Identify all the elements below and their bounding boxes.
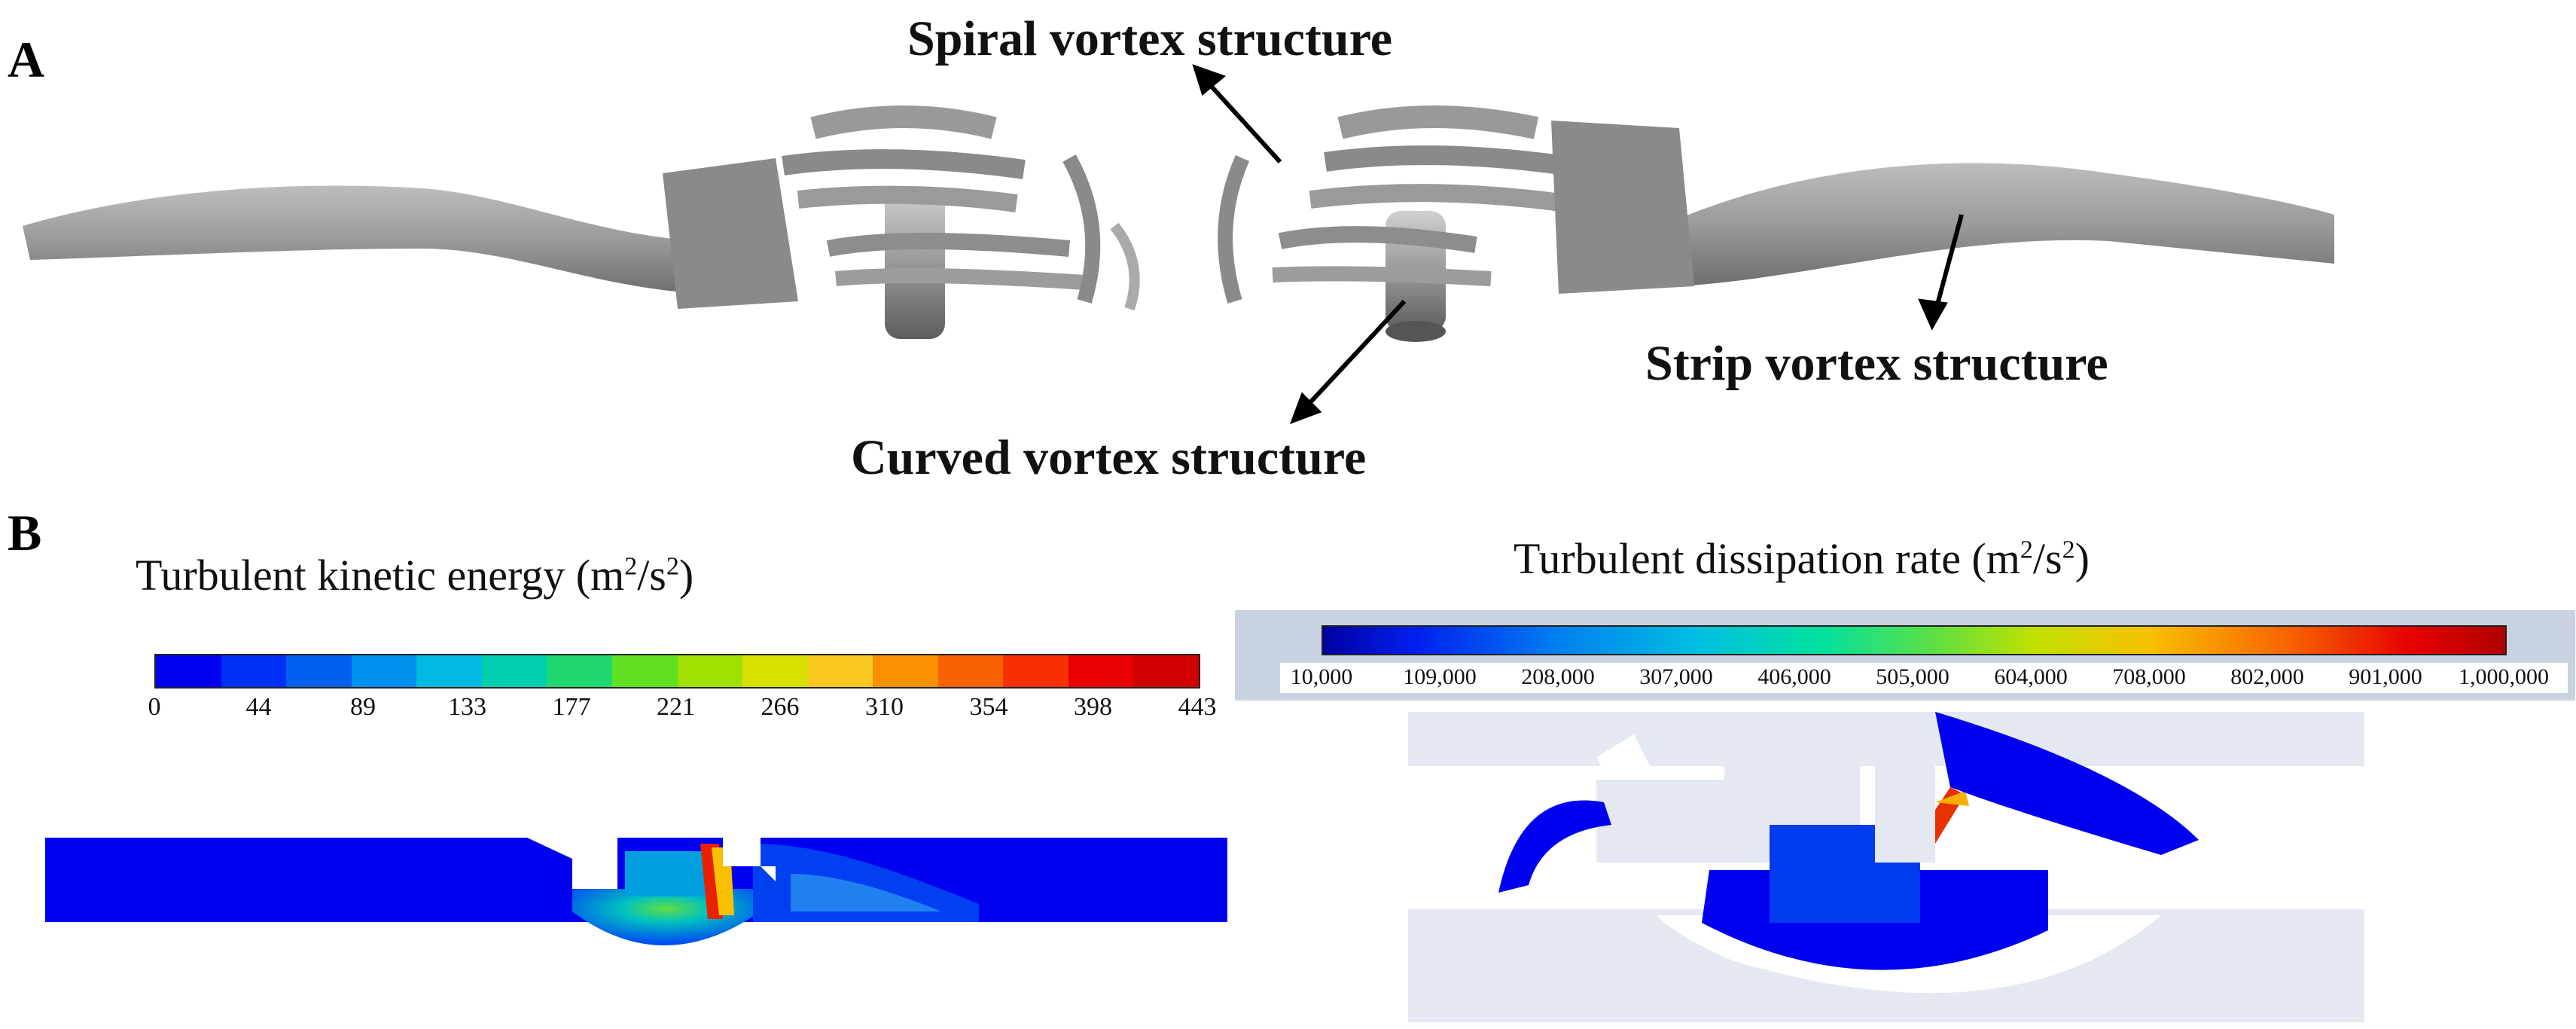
tke-tick-label: 0 (148, 693, 161, 721)
tdr-colorbar (1322, 625, 2507, 655)
tke-colorbar-segment (1068, 655, 1134, 687)
tdr-colorbar-ticks: 10,000 109,000 208,000 307,000 406,000 505,00… (1291, 664, 2549, 695)
tke-colorbar-segment (547, 655, 612, 687)
tdr-tick-strip (1280, 663, 2568, 693)
tdr-colorbar-title: Turbulent dissipation rate (m2/s2) (1514, 534, 2090, 583)
tke-tick-label: 177 (552, 693, 591, 721)
tke-colorbar-segment (1133, 655, 1199, 687)
panel-a-label: A (8, 31, 45, 88)
spiral-arrow (1203, 77, 1282, 164)
left-strip-vortex (23, 185, 761, 295)
tdr-tick-label: 802,000 (2230, 664, 2304, 689)
tke-colorbar-segment (807, 655, 873, 687)
tdr-tick-label: 307,000 (1639, 664, 1713, 689)
tke-colorbar-segment (677, 655, 743, 687)
strip-arrow (1933, 214, 1964, 313)
tke-tick-label: 44 (245, 693, 272, 721)
tdr-tick-label: 708,000 (2112, 664, 2186, 689)
tke-colorbar-segment (156, 655, 221, 687)
curved-vortex-label: Curved vortex structure (851, 430, 1367, 485)
tke-colorbar-segment (1003, 655, 1069, 687)
panel-b-label: B (8, 504, 42, 561)
tke-colorbar-segment (873, 655, 938, 687)
tke-colorbar (154, 654, 1200, 689)
right-strip-vortex (1679, 163, 2334, 286)
tke-tick-label: 133 (448, 693, 486, 721)
tdr-tick-label: 10,000 (1290, 664, 1353, 689)
spiral-vortex-label: Spiral vortex structure (907, 11, 1392, 66)
tke-colorbar-ticks: 0 44 89 133 177 221 266 310 354 398 443 (148, 693, 1217, 726)
tke-tick-label: 354 (969, 693, 1008, 721)
tke-colorbar-segment (742, 655, 808, 687)
tke-contour-plot (45, 798, 1227, 945)
tke-colorbar-segment (286, 655, 352, 687)
tke-tick-label: 221 (657, 693, 695, 721)
tke-colorbar-title: Turbulent kinetic energy (m2/s2) (136, 551, 694, 600)
tdr-tick-label: 208,000 (1521, 664, 1595, 689)
tdr-tick-label: 406,000 (1757, 664, 1831, 689)
tke-colorbar-segment (351, 655, 417, 687)
tke-tick-label: 89 (350, 693, 376, 721)
vortex-render (23, 64, 2334, 425)
tke-colorbar-segment (481, 655, 547, 687)
tdr-tick-label: 901,000 (2349, 664, 2422, 689)
tke-colorbar-segment (416, 655, 482, 687)
tke-tick-label: 443 (1178, 693, 1217, 721)
tke-tick-label: 266 (761, 693, 800, 721)
tke-tick-label: 398 (1074, 693, 1112, 721)
tke-tick-label: 310 (865, 693, 904, 721)
tdr-tick-label: 109,000 (1403, 664, 1477, 689)
tdr-tick-label: 1,000,000 (2459, 664, 2549, 689)
tdr-contour-plot (1408, 712, 2364, 1022)
tke-colorbar-segment (221, 655, 287, 687)
curved-arrow (1300, 299, 1407, 413)
tdr-tick-label: 604,000 (1994, 664, 2068, 689)
tke-colorbar-segment (937, 655, 1004, 687)
tke-colorbar-segment (611, 655, 678, 687)
tdr-tick-label: 505,000 (1876, 664, 1950, 689)
strip-vortex-label: Strip vortex structure (1645, 336, 2108, 391)
